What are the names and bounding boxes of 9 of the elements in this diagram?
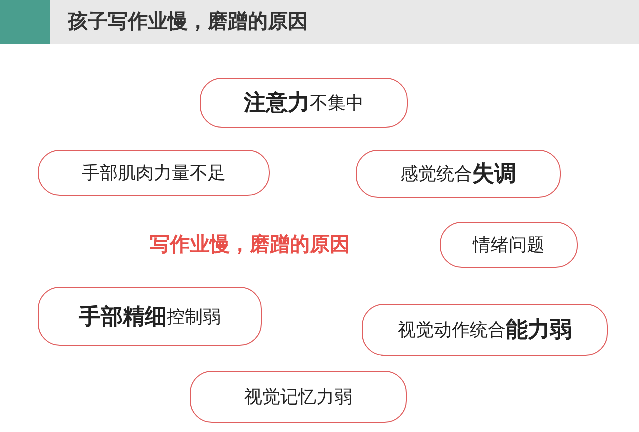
cause-pill: 注意力不集中	[200, 78, 408, 128]
cause-pill: 感觉统合失调	[356, 150, 561, 198]
cause-pill: 情绪问题	[440, 222, 578, 268]
center-heading: 写作业慢，磨蹭的原因	[150, 231, 350, 258]
cause-pill: 手部精细控制弱	[38, 287, 262, 346]
title: 孩子写作业慢，磨蹭的原因	[68, 8, 308, 35]
cause-pill: 手部肌肉力量不足	[38, 150, 270, 196]
cause-pill: 视觉动作统合能力弱	[362, 304, 608, 356]
cause-pill: 视觉记忆力弱	[190, 371, 407, 423]
